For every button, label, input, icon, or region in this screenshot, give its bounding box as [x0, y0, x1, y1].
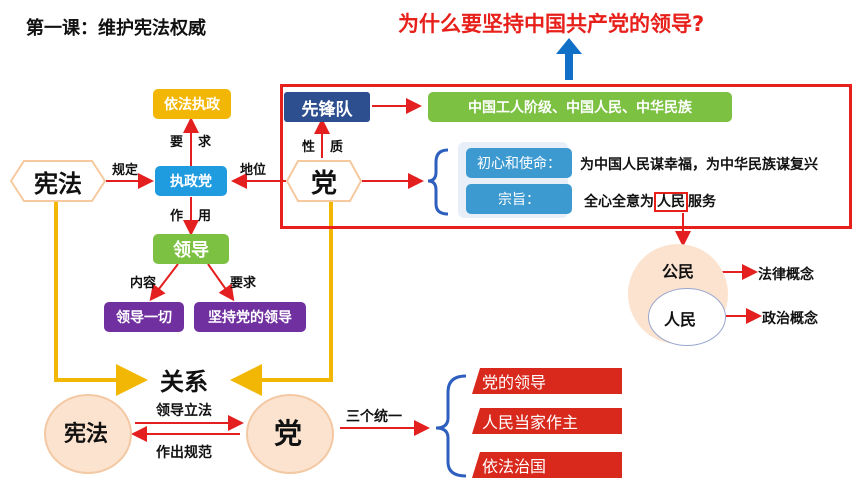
rule-by-law-box: 依法执政 [153, 89, 231, 119]
citizen-label: 公民 [662, 262, 695, 281]
mission-label: 初心和使命： [466, 148, 572, 178]
unity-item-party-leadership: 党的领导 [472, 368, 622, 394]
purpose-label: 宗旨： [466, 184, 572, 214]
three-unity-label: 三个统一 [346, 409, 402, 425]
lesson-title: 第一课：维护宪法权威 [26, 18, 206, 39]
unity-item-people-masters: 人民当家作主 [472, 408, 622, 434]
question-title: 为什么要坚持中国共产党的领导? [398, 12, 705, 36]
purpose-text: 全心全意为人民服务 [584, 191, 716, 212]
people-circle [648, 288, 726, 346]
unity-item-rule-of-law: 依法治国 [472, 452, 622, 478]
function-label-1: 作 [170, 209, 184, 224]
require-label-1: 要 [170, 135, 184, 150]
content-label: 内容 [130, 276, 157, 291]
bottom-party-label: 党 [273, 417, 302, 450]
purpose-text-pre: 全心全意为 [584, 194, 654, 210]
purpose-text-post: 服务 [688, 194, 716, 210]
vanguard-box: 先锋队 [284, 92, 370, 122]
function-label-2: 用 [198, 209, 212, 224]
party-hexagon [286, 160, 362, 202]
status-label: 地位 [240, 163, 267, 178]
political-concept-label: 政治概念 [762, 311, 818, 327]
mission-text: 为中国人民谋幸福，为中华民族谋复兴 [580, 157, 818, 173]
party-label: 党 [310, 169, 337, 199]
constitution-hexagon [10, 160, 106, 202]
people-label: 人民 [664, 310, 697, 329]
ruling-party-box: 执政党 [155, 166, 227, 196]
require-label-2: 求 [198, 135, 212, 150]
brace-icon [435, 374, 467, 478]
legal-concept-label: 法律概念 [758, 267, 814, 283]
require-label: 要求 [230, 276, 257, 291]
uphold-leadership-box: 坚持党的领导 [194, 302, 306, 332]
nature-label-2: 质 [330, 140, 344, 155]
bottom-party-circle [246, 394, 334, 474]
vanguard-desc-box: 中国工人阶级、中国人民、中华民族 [428, 92, 732, 122]
up-arrow-icon [556, 38, 582, 80]
constitution-label: 宪法 [34, 170, 82, 198]
lead-all-box: 领导一切 [104, 302, 184, 332]
relation-label: 关系 [160, 368, 208, 396]
make-norms-label: 作出规范 [156, 445, 212, 461]
nature-label-1: 性 [302, 140, 316, 155]
leadership-box: 领导 [153, 234, 229, 264]
lead-legislation-label: 领导立法 [156, 403, 212, 419]
bottom-constitution-circle [44, 394, 132, 474]
define-label: 规定 [112, 163, 139, 178]
bottom-constitution-label: 宪法 [63, 422, 108, 447]
purpose-text-highlight: 人民 [654, 192, 688, 212]
party-nature-box [280, 84, 852, 229]
